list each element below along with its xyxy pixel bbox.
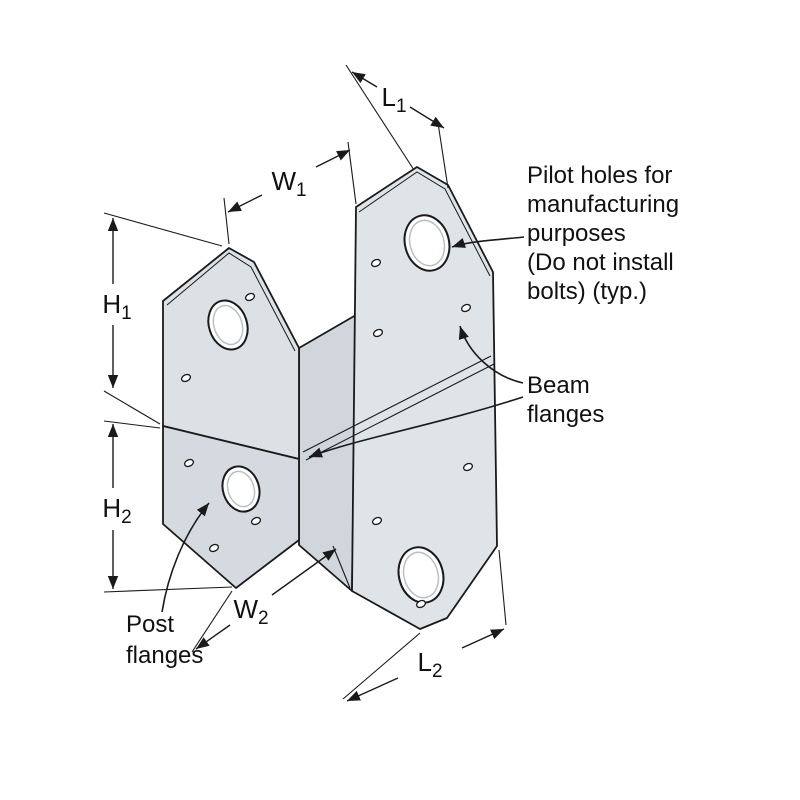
dimension-label-h1: H1	[102, 289, 131, 324]
beam-flanges-leader-arrow-left	[308, 396, 524, 458]
dimension-label-l1: L1	[381, 82, 406, 117]
nail-hole	[370, 258, 382, 268]
dimension-l2: L2	[342, 549, 507, 702]
annotation-beam-flanges: Beam flanges	[308, 325, 604, 458]
right-beam-and-post-flange	[351, 166, 498, 630]
dimension-line	[271, 548, 337, 596]
beam-flanges-leader-arrow-right	[458, 325, 524, 384]
pilot-holes-note-line1: Pilot holes for	[527, 162, 672, 189]
dimension-h1: H1	[102, 212, 223, 425]
dimension-h2: H2	[102, 420, 233, 593]
nail-hole	[244, 292, 256, 302]
dimension-label-h2: H2	[102, 493, 131, 528]
nail-hole	[462, 462, 474, 472]
extension-line	[103, 390, 161, 425]
pilot-holes-note-line3: purposes	[527, 220, 626, 247]
pilot-hole-right-beam	[403, 214, 451, 272]
dimension-w2: W2	[191, 545, 351, 653]
dimension-w1: W1	[223, 141, 357, 245]
post-flanges-label-line1: Post	[126, 611, 174, 638]
pilot-holes-note-line2: manufacturing	[527, 191, 679, 218]
saddle-seam-line-2	[305, 363, 495, 461]
dimension-l1: L1	[345, 64, 449, 189]
bracket	[162, 166, 498, 630]
extension-line	[103, 212, 223, 247]
left-beam-flange	[162, 247, 300, 460]
nail-hole	[250, 516, 262, 526]
nail-hole	[183, 458, 195, 468]
pilot-holes-note-line4: (Do not install	[527, 249, 674, 276]
extension-line	[103, 420, 161, 429]
annotation-post-flanges: Post flanges	[126, 502, 210, 669]
pilot-holes-note-line5: bolts) (typ.)	[527, 278, 647, 305]
dimension-label-w2: W2	[233, 594, 268, 629]
nail-hole	[460, 303, 472, 313]
extension-line	[223, 197, 230, 245]
right-plate-thickness-line	[358, 171, 491, 277]
extension-line	[345, 64, 415, 171]
pilot-hole-left-beam	[207, 299, 249, 351]
dimension-line	[346, 677, 399, 702]
dimension-line	[409, 106, 445, 129]
dimension-label-w1: W1	[271, 166, 306, 201]
left-plate-thickness-line	[166, 252, 296, 352]
nail-hole	[371, 516, 383, 526]
dimension-line	[315, 149, 351, 168]
saddle-seam-line-1	[302, 355, 492, 453]
post-flanges-leader-arrow	[161, 502, 210, 613]
extension-line	[347, 141, 357, 205]
extension-line	[437, 122, 449, 189]
pilot-hole-right-post	[397, 546, 445, 604]
extension-line	[103, 586, 233, 593]
dimension-line	[195, 624, 231, 650]
beam-flanges-label-line1: Beam	[527, 372, 590, 399]
extension-line	[498, 549, 507, 626]
annotation-pilot-holes: Pilot holes for manufacturing purposes (…	[451, 162, 679, 305]
pilot-hole-left-post	[221, 465, 261, 513]
dimension-line	[227, 194, 263, 213]
nail-hole	[415, 599, 427, 609]
nail-hole	[208, 543, 220, 553]
nail-hole	[372, 328, 384, 338]
extension-line	[342, 632, 421, 700]
beam-flanges-label-line2: flanges	[527, 401, 604, 428]
nail-hole	[180, 373, 192, 383]
dimension-line	[351, 71, 378, 88]
web-face	[298, 314, 357, 592]
dimension-line	[461, 628, 505, 649]
dimension-label-l2: L2	[417, 647, 442, 682]
post-flanges-label-line2: flanges	[126, 642, 203, 669]
pilot-holes-leader-arrow	[451, 236, 525, 248]
